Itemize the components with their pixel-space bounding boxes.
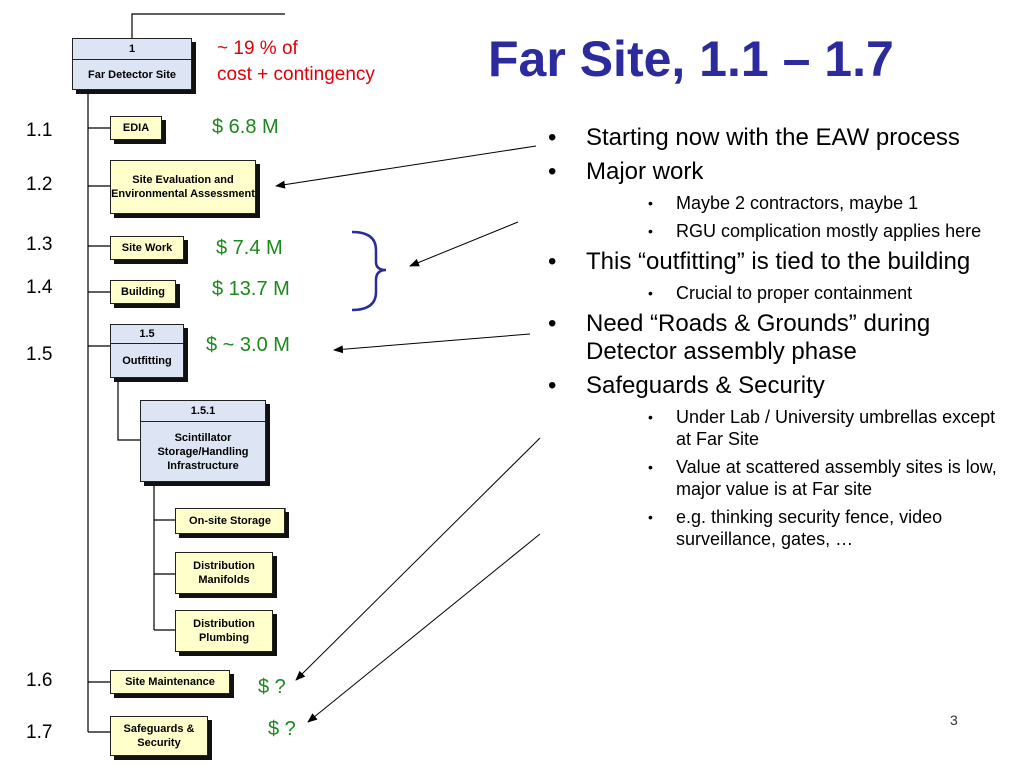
- cost-note-line2: cost + contingency: [217, 64, 375, 85]
- wbs-node-scintillator-id: 1.5.1: [141, 401, 265, 422]
- cost-outfitting: $ ~ 3.0 M: [206, 334, 290, 356]
- wbs-root-node: 1 Far Detector Site: [72, 38, 192, 90]
- wbs-num-1-7: 1.7: [26, 722, 53, 743]
- wbs-node-scintillator-label: Scintillator Storage/Handling Infrastruc…: [157, 432, 249, 472]
- sub-bullet-fence: e.g. thinking security fence, video surv…: [648, 506, 1008, 550]
- wbs-node-site-work: Site Work: [110, 236, 184, 260]
- bullet-list: Starting now with the EAW process Major …: [548, 124, 1008, 556]
- slide-title: Far Site, 1.1 – 1.7: [488, 31, 894, 87]
- bullet-safeguards: Safeguards & Security: [548, 372, 1008, 400]
- sub-bullet-rgu: RGU complication mostly applies here: [648, 220, 1008, 242]
- wbs-node-distribution-manifolds: Distribution Manifolds: [175, 552, 273, 594]
- bullet-eaw: Starting now with the EAW process: [548, 124, 1008, 152]
- wbs-node-site-evaluation: Site Evaluation and Environmental Assess…: [110, 160, 256, 214]
- wbs-num-1-1: 1.1: [26, 120, 53, 141]
- cost-safeguards: $ ?: [268, 718, 296, 740]
- wbs-root-label: Far Detector Site: [87, 69, 177, 81]
- wbs-node-distribution-plumbing: Distribution Plumbing: [175, 610, 273, 652]
- wbs-num-1-3: 1.3: [26, 234, 53, 255]
- cost-site-maintenance: $ ?: [258, 676, 286, 698]
- cost-site-work: $ 7.4 M: [216, 237, 283, 259]
- cost-edia: $ 6.8 M: [212, 116, 279, 138]
- sub-bullet-umbrellas: Under Lab / University umbrellas except …: [648, 406, 1008, 450]
- wbs-root-id: 1: [73, 39, 191, 60]
- wbs-num-1-5: 1.5: [26, 344, 53, 365]
- page-number: 3: [950, 712, 958, 728]
- cost-note-line1: ~ 19 % of: [217, 38, 298, 59]
- wbs-node-onsite-storage: On-site Storage: [175, 508, 285, 534]
- wbs-node-outfitting-label: Outfitting: [122, 355, 172, 367]
- wbs-num-1-4: 1.4: [26, 277, 53, 298]
- sub-bullet-contractors: Maybe 2 contractors, maybe 1: [648, 192, 1008, 214]
- bullet-roads-grounds: Need “Roads & Grounds” during Detector a…: [548, 310, 1008, 366]
- wbs-node-building: Building: [110, 280, 176, 304]
- bullet-outfitting: This “outfitting” is tied to the buildin…: [548, 248, 1008, 276]
- wbs-node-site-maintenance: Site Maintenance: [110, 670, 230, 694]
- wbs-node-outfitting-id: 1.5: [111, 325, 183, 344]
- wbs-num-1-2: 1.2: [26, 174, 53, 195]
- wbs-node-outfitting: 1.5 Outfitting: [110, 324, 184, 378]
- wbs-num-1-6: 1.6: [26, 670, 53, 691]
- sub-bullet-containment: Crucial to proper containment: [648, 282, 1008, 304]
- cost-building: $ 13.7 M: [212, 278, 290, 300]
- bullet-major-work: Major work: [548, 158, 1008, 186]
- cost-note: ~ 19 % of cost + contingency: [217, 36, 375, 88]
- wbs-node-safeguards-security: Safeguards & Security: [110, 716, 208, 756]
- wbs-node-scintillator: 1.5.1 Scintillator Storage/Handling Infr…: [140, 400, 266, 482]
- sub-bullet-value: Value at scattered assembly sites is low…: [648, 456, 1008, 500]
- wbs-node-edia: EDIA: [110, 116, 162, 140]
